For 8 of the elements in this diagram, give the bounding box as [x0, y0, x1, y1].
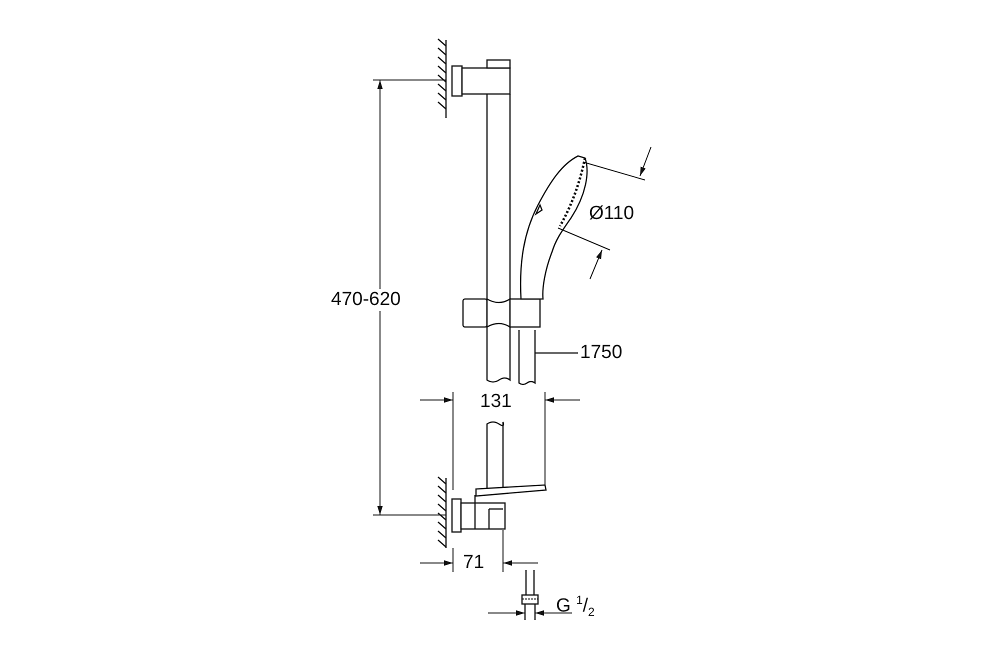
hose-drawing	[518, 330, 536, 386]
dimension-value: 1750	[580, 342, 622, 364]
dimension-value: 71	[463, 552, 484, 574]
leader-line	[535, 352, 578, 354]
dimension-value: 131	[480, 391, 512, 413]
dimension-value: 470-620	[331, 289, 401, 311]
dimension-value: G $^{1}$/$_{2}$	[556, 592, 595, 622]
dimension-value: Ø110	[589, 203, 634, 225]
